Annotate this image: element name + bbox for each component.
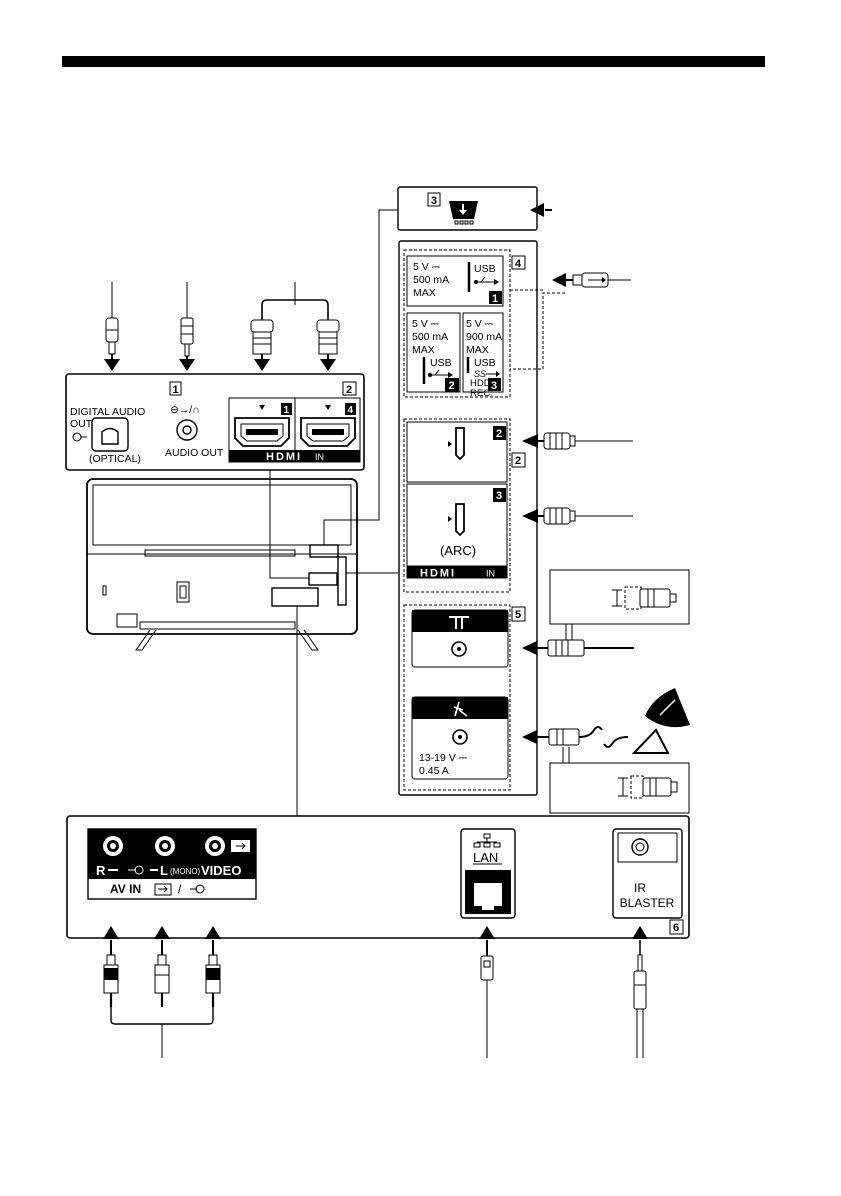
usb1-spec-current: 500 mA — [413, 274, 449, 286]
hdmi-right-block: 2 2 3 (ARC) HDMI IN — [404, 419, 525, 592]
usb2-spec-max: MAX — [412, 344, 435, 356]
lan-cable — [479, 926, 495, 1058]
digital-audio-out-label: OUT — [70, 418, 93, 430]
label-box-1: 1 — [173, 384, 179, 396]
optical-cable — [104, 282, 120, 371]
hdmi-num-4: 4 — [348, 405, 354, 416]
video-port[interactable] — [205, 836, 225, 856]
usb3-spec-current: 900 mA — [466, 331, 502, 343]
lan-label: LAN — [473, 850, 498, 865]
network-icon — [474, 834, 500, 847]
satellite-spec-voltage: 13-19 V ⎓ — [419, 752, 468, 764]
usb1-spec-voltage: 5 V ⎓ — [413, 261, 441, 273]
leader-lines — [270, 210, 398, 816]
label-box-4: 4 — [515, 258, 522, 270]
usb3-icon — [486, 371, 500, 377]
r-label: R — [96, 863, 106, 878]
tv-rear — [87, 479, 357, 650]
label-box-6: 6 — [673, 922, 679, 934]
audio-r-port[interactable] — [103, 836, 123, 856]
label-box-5: 5 — [515, 609, 521, 621]
hdmi-cable-pair — [251, 282, 339, 371]
left-connector-panel: 1 2 DIGITAL AUDIO OUT (OPTICAL) ⊖→/∩ AUD… — [66, 374, 364, 470]
audio-out-label: AUDIO OUT — [165, 447, 224, 459]
hdmi-port-1[interactable] — [235, 405, 289, 446]
optical-port[interactable] — [92, 418, 128, 451]
usb2-spec-current: 500 mA — [412, 331, 448, 343]
satellite-dish-icon — [634, 688, 690, 753]
usb-block: 4 5 V ⎓ 500 mA MAX USB 1 5 V ⎓ 500 mA MA… — [404, 250, 525, 399]
usb2-icon — [428, 370, 453, 378]
lan-port[interactable] — [474, 883, 502, 910]
label-box-2: 2 — [346, 384, 352, 396]
digital-audio-label: DIGITAL AUDIO — [70, 406, 145, 418]
audio-out-port[interactable] — [177, 420, 197, 440]
usb2-spec-voltage: 5 V ⎓ — [412, 318, 440, 330]
av-input-icon — [190, 885, 204, 893]
service-port-icon — [449, 201, 478, 224]
audio-l-port[interactable] — [155, 836, 175, 856]
headphone-symbol: ⊖→/∩ — [170, 404, 200, 416]
optical-label: (OPTICAL) — [89, 453, 141, 465]
usb3-label: USB — [474, 357, 496, 369]
usb1-spec-max: MAX — [413, 287, 436, 299]
usb1-label: USB — [474, 263, 496, 275]
usb-num-2: 2 — [449, 380, 455, 392]
av-slash: / — [178, 882, 182, 896]
label-box-2-right: 2 — [515, 455, 521, 467]
usb-cable — [510, 273, 631, 369]
ir-blaster-port[interactable] — [632, 839, 648, 855]
rca-cables — [103, 926, 221, 1058]
hdmi-num-r3: 3 — [496, 490, 502, 502]
hdmi-logo-right: HDMI — [420, 568, 456, 580]
ir-label: IR — [634, 881, 646, 895]
ir-blaster-cable — [632, 926, 648, 1058]
usb3-spec-voltage: 5 V ⎓ — [466, 318, 494, 330]
section-3-box: 3 — [398, 187, 552, 230]
hdmi-num-r2: 2 — [496, 428, 502, 440]
ir-blaster-label: BLASTER — [620, 896, 675, 910]
hdmi-in-left: IN — [315, 452, 324, 462]
hdmi-cables-right — [522, 433, 633, 524]
hdmi-in-right: IN — [486, 569, 495, 579]
header-rule — [62, 56, 765, 67]
video-label: VIDEO — [201, 863, 241, 878]
usb2-label: USB — [430, 357, 452, 369]
usb3-spec-max: MAX — [466, 344, 489, 356]
output-icon — [73, 433, 87, 441]
usb-num-1: 1 — [492, 293, 498, 305]
usb-num-3: 3 — [491, 380, 497, 392]
av-in-label: AV IN — [110, 882, 141, 896]
l-label: L — [160, 863, 168, 878]
hdmi-port-3-arc[interactable] — [448, 504, 464, 535]
minijack-cable — [179, 282, 195, 371]
mono-label: (MONO) — [170, 867, 201, 876]
hdmi-port-2[interactable] — [448, 428, 464, 459]
label-box-3: 3 — [431, 195, 437, 207]
arc-label: (ARC) — [440, 543, 476, 558]
bottom-connector-panel: 6 R L (MONO) VIDEO AV IN / — [67, 816, 689, 938]
antenna-cables — [522, 570, 690, 813]
hdmi-num-1: 1 — [284, 405, 290, 416]
usb1-icon — [474, 277, 499, 285]
antenna-block: 5 13-19 V ⎓ 0.45 A — [404, 605, 525, 790]
hdd-rec-label: REC — [470, 388, 490, 399]
hdmi-logo-left: HDMI — [266, 451, 302, 463]
satellite-spec-current: 0.45 A — [419, 765, 449, 777]
